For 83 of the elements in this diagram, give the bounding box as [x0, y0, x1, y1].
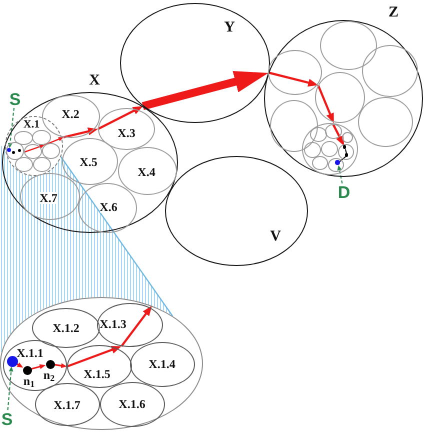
node-dot: [342, 145, 346, 149]
cell-label: X.1.5: [84, 368, 110, 380]
cell-label: X.3: [118, 126, 136, 138]
cell-ellipse: [130, 342, 195, 387]
node-dot: [6, 356, 18, 366]
cell-ellipse: [314, 72, 364, 122]
cluster-ellipse: [165, 156, 308, 266]
cell-ellipse: [270, 100, 318, 152]
cell-ellipse: [78, 182, 136, 232]
route-arrow: [54, 363, 67, 368]
cell-ellipse: [62, 138, 118, 184]
cell-ellipse: [302, 122, 358, 174]
cell-label: X.5: [80, 156, 98, 168]
node-label: n$_{2}$: [43, 369, 55, 381]
cell-ellipse: [338, 144, 354, 160]
cell-ellipse: [35, 383, 100, 426]
cell-label: X.1.7: [54, 399, 80, 411]
cell-label: X.1.1: [16, 347, 44, 359]
cell-ellipse: [32, 130, 51, 145]
cell-ellipse: [325, 124, 342, 139]
route-arrow: [16, 362, 24, 368]
cell-label: X.6: [100, 200, 118, 212]
cell-ellipse: [321, 140, 338, 156]
cell-ellipse: [310, 127, 327, 142]
node-label: n$_{1}$: [23, 375, 35, 387]
cell-ellipse: [4, 116, 62, 176]
cell-ellipse: [362, 44, 418, 96]
cell-ellipse: [97, 303, 163, 347]
cell-ellipse: [358, 96, 412, 146]
cell-ellipse: [67, 345, 132, 388]
endpoint-label: S: [1, 410, 13, 428]
cell-ellipse: [15, 157, 34, 172]
route-arrow: [24, 144, 44, 153]
cell-ellipse: [328, 158, 344, 172]
node-dot: [344, 153, 348, 157]
node-dot: [46, 360, 54, 368]
cell-ellipse: [98, 108, 154, 150]
cell-label: X.1.2: [52, 322, 80, 334]
route-arrow: [63, 127, 98, 138]
cell-ellipse: [24, 144, 42, 159]
node-dot: [18, 149, 22, 152]
route-arrow: [317, 84, 334, 124]
cell-ellipse: [320, 20, 376, 70]
cell-ellipse: [33, 156, 52, 172]
cell-ellipse: [304, 142, 321, 158]
route-arrow: [98, 106, 143, 130]
leader-arrow: [7, 366, 14, 410]
cell-ellipse: [3, 340, 67, 391]
route-arrow: [142, 71, 268, 110]
route-arrow: [31, 364, 46, 370]
node-dot: [22, 366, 32, 374]
node-dot: [335, 160, 340, 165]
cell-label: X.1.6: [118, 398, 146, 410]
route-arrow: [268, 71, 318, 87]
cell-ellipse: [268, 50, 322, 94]
cell-label: X.1: [23, 119, 40, 130]
leader-arrow: [337, 165, 343, 184]
cell-ellipse: [342, 132, 352, 143]
node-dot: [7, 148, 12, 152]
cluster-ellipse: [120, 3, 270, 123]
cell-label: X.1.4: [148, 358, 176, 370]
cell-ellipse: [100, 382, 165, 427]
cell-ellipse: [312, 156, 328, 170]
cell-label: X.4: [138, 166, 156, 178]
leader-arrow: [8, 108, 15, 148]
endpoint-label: D: [338, 183, 350, 201]
cell-ellipse: [32, 308, 100, 348]
zoom-ellipse: [0, 297, 203, 430]
cell-label: X.1.3: [100, 318, 126, 330]
route-arrow: [120, 306, 152, 347]
endpoint-label: S: [9, 90, 21, 108]
route-arrow: [66, 346, 122, 368]
cluster-label: V: [270, 229, 281, 244]
cell-ellipse: [20, 172, 80, 220]
cell-ellipse: [6, 142, 24, 160]
node-dot: [12, 151, 15, 154]
route-arrow: [332, 124, 344, 146]
cell-label: X.7: [40, 192, 58, 204]
cell-ellipse: [14, 131, 34, 146]
cell-ellipse: [42, 94, 100, 138]
cell-ellipse: [42, 143, 60, 159]
cell-label: X.2: [62, 108, 80, 120]
cell-ellipse: [118, 146, 176, 194]
